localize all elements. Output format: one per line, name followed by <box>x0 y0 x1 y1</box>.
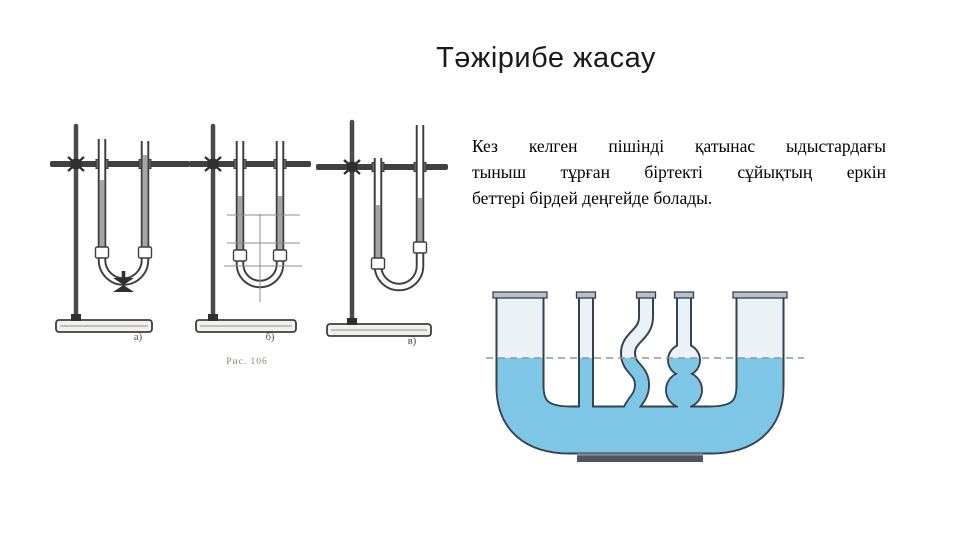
tube-rim <box>492 291 548 299</box>
tube-sleeve <box>412 241 428 254</box>
tube-rim <box>575 291 597 299</box>
text-line: Кез келген пішінді қатынас ыдыстардағы <box>472 136 886 156</box>
scanned-figure-ris106: а) <box>35 108 455 373</box>
u-tube-glass <box>375 125 423 290</box>
clamp-knob <box>204 156 222 172</box>
scanned-figure-svg: а) <box>50 119 448 367</box>
rod-base-joint <box>347 318 357 325</box>
vessels-svg <box>486 291 804 462</box>
tube-sleeve <box>94 246 110 259</box>
tube-rim <box>635 291 657 299</box>
slide-title: Тәжірибе жасау <box>436 42 656 74</box>
panel-label-a: а) <box>134 332 143 343</box>
apparatus-a: а) <box>50 123 190 343</box>
panel-label-b: б) <box>266 332 275 343</box>
tube-sleeve <box>370 257 386 270</box>
tube-rims <box>492 291 788 299</box>
rod-base-joint <box>208 314 218 321</box>
rod-base-joint <box>71 314 81 321</box>
communicating-vessels-figure <box>480 281 810 469</box>
tube-sleeve <box>232 249 248 262</box>
clamp-crossbar <box>50 161 190 167</box>
apparatus-v: в) <box>316 119 448 347</box>
clamp-knob <box>67 156 85 172</box>
clamp-knob <box>343 159 361 175</box>
text-line: беттері бірдей деңгейде болады. <box>472 188 713 208</box>
stopcock <box>113 271 134 292</box>
vessel-stand <box>577 453 703 462</box>
figure-caption: Рис. 106 <box>226 357 268 367</box>
clamp-crossbar <box>189 161 311 167</box>
tube-sleeve <box>137 246 153 259</box>
panel-label-v: в) <box>408 336 417 347</box>
tube-rim <box>732 291 788 299</box>
body-text: Кез келген пішінді қатынас ыдыстардағы т… <box>472 133 886 211</box>
text-line: тыныш тұрған біртекті сұйықтың еркін <box>472 162 886 182</box>
apparatus-b: б) <box>189 123 311 343</box>
tube-rim <box>673 291 695 299</box>
tube-sleeve <box>272 249 288 262</box>
vessel-liquid <box>497 358 783 453</box>
